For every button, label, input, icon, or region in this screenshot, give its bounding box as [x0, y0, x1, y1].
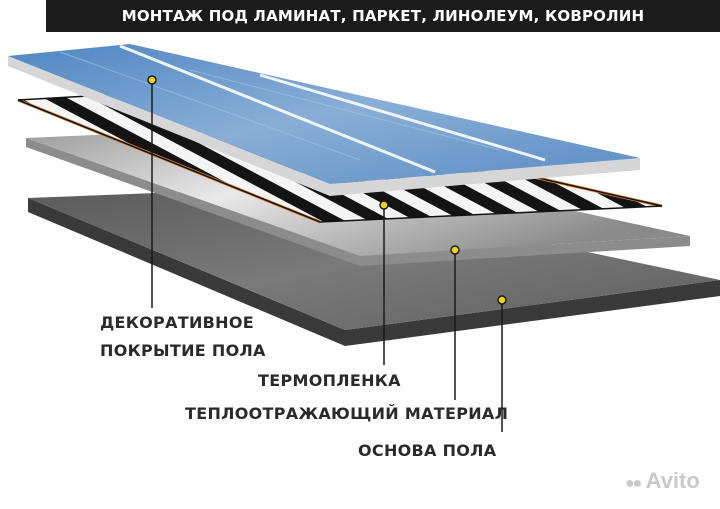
label-decorative-covering-line1: ДЕКОРАТИВНОЕ	[100, 313, 254, 332]
label-thermo-film: ТЕРМОПЛЕНКА	[258, 371, 401, 390]
laminate-surface	[8, 44, 640, 184]
marker-floor-base	[497, 295, 507, 305]
marker-thermo-film	[379, 200, 389, 210]
title-bar: МОНТАЖ ПОД ЛАМИНАТ, ПАРКЕТ, ЛИНОЛЕУМ, КО…	[46, 0, 720, 32]
diagram-title: МОНТАЖ ПОД ЛАМИНАТ, ПАРКЕТ, ЛИНОЛЕУМ, КО…	[121, 7, 645, 25]
label-decorative-covering-line2: ПОКРЫТИЕ ПОЛА	[100, 341, 266, 360]
laminate-seam	[259, 73, 546, 162]
watermark: ●● Avito	[625, 468, 700, 494]
laminate-seam	[119, 44, 436, 174]
avito-logo-icon: ●●	[625, 475, 642, 492]
markers	[147, 75, 507, 305]
watermark-text: Avito	[645, 468, 700, 493]
marker-reflective-material	[450, 245, 460, 255]
floor-base-edge	[28, 198, 720, 346]
marker-decorative-covering	[147, 75, 157, 85]
laminate-layer	[8, 44, 640, 196]
leader-lines	[151, 82, 503, 432]
label-reflective-material: ТЕПЛООТРАЖАЮЩИЙ МАТЕРИАЛ	[185, 404, 509, 423]
label-floor-base: ОСНОВА ПОЛА	[358, 441, 497, 460]
